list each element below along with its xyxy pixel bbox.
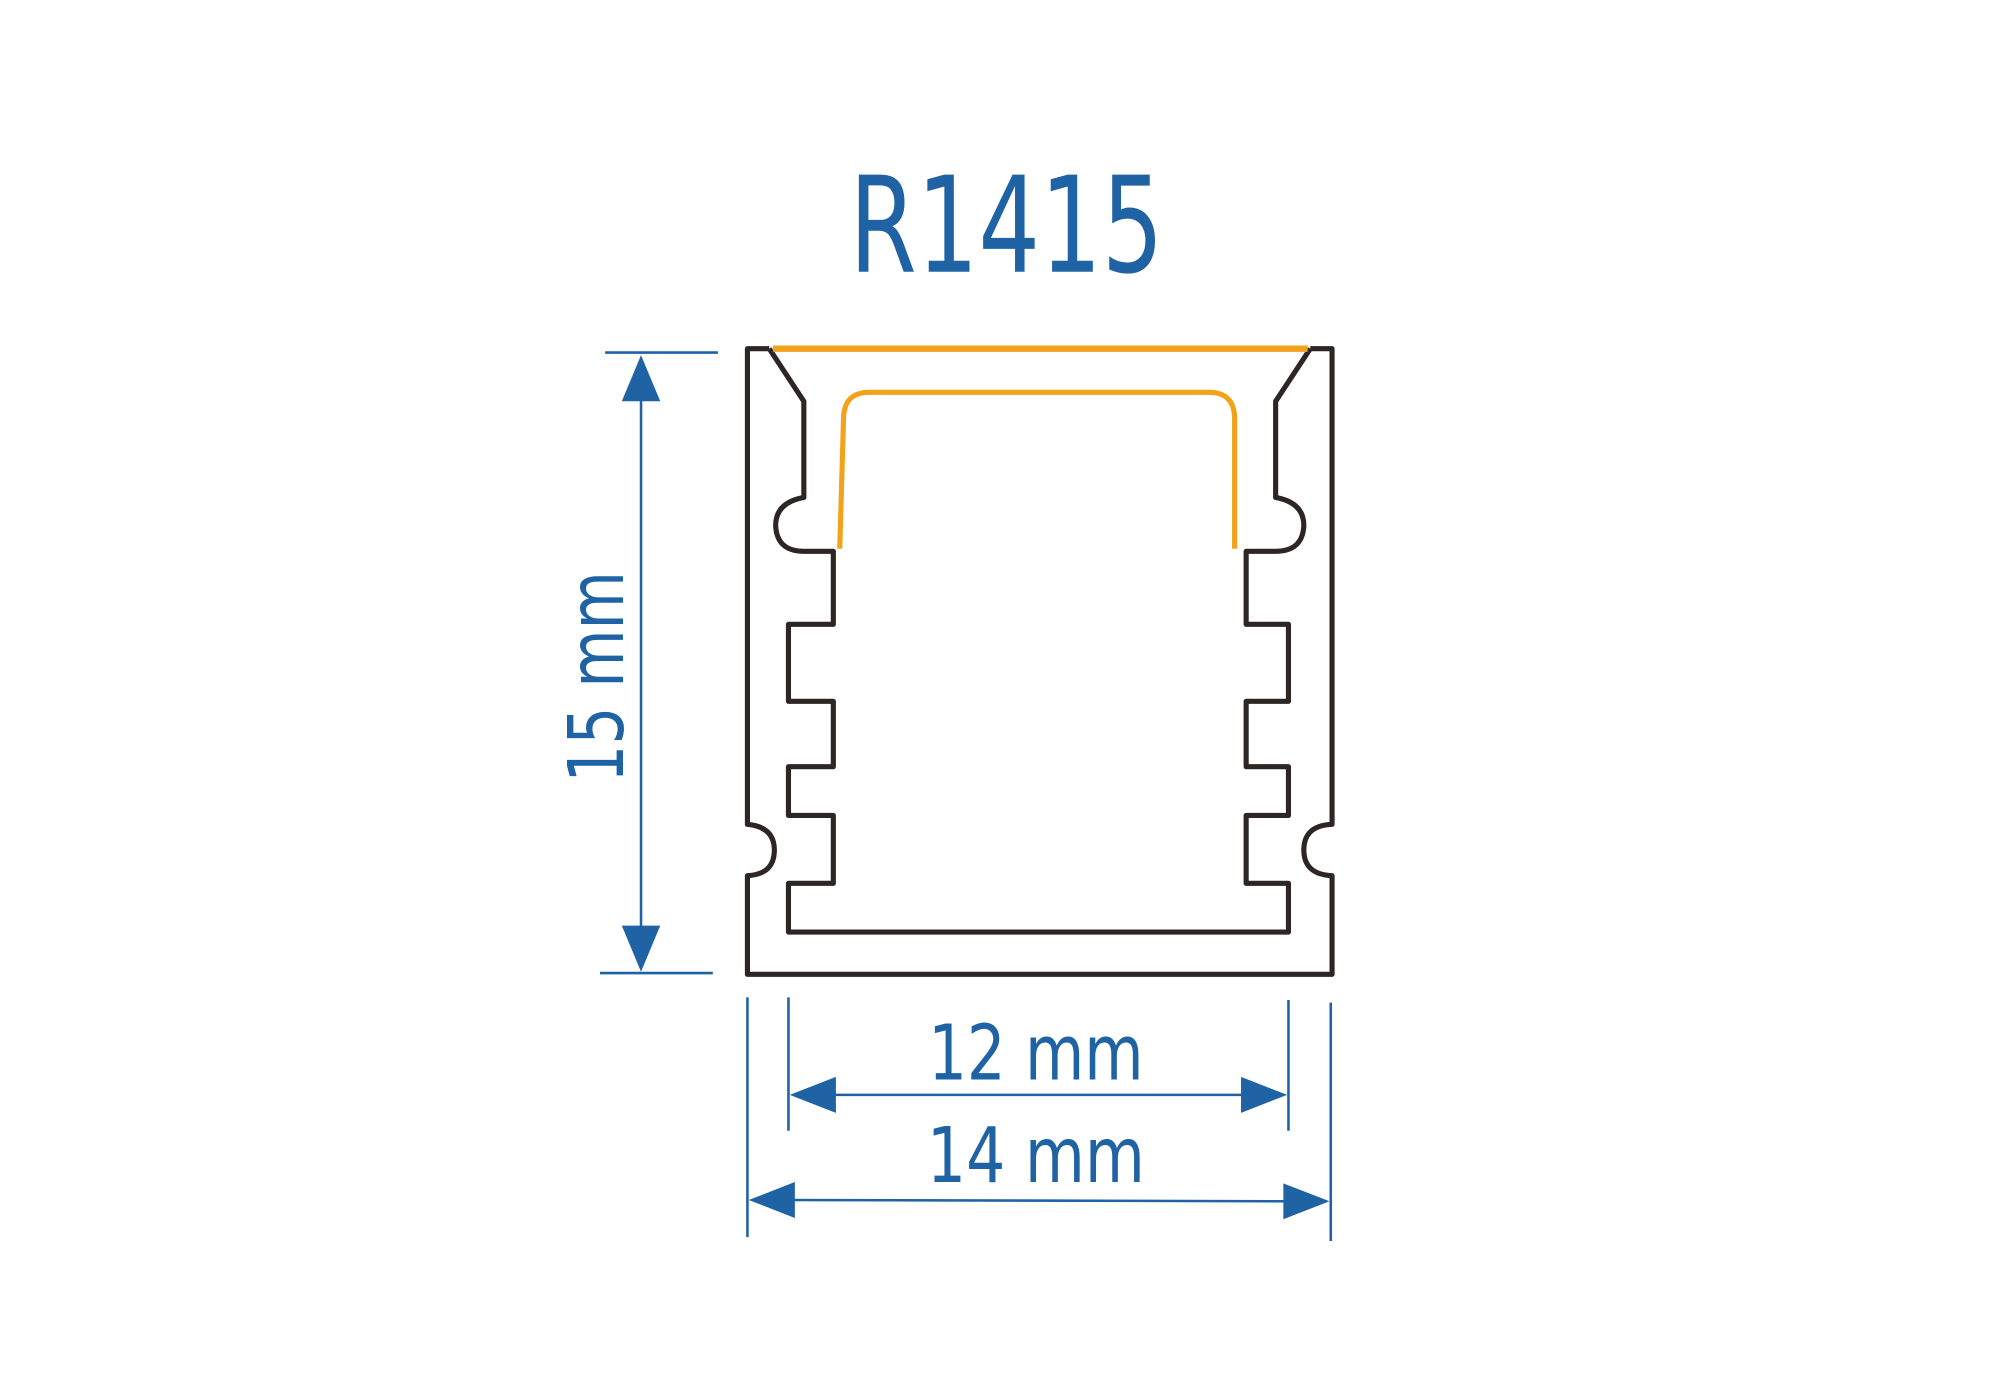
height-dimension — [600, 351, 718, 975]
arrowhead-right-14 — [1283, 1183, 1330, 1220]
height-label: 15 mm — [553, 571, 642, 783]
arrowhead-left-14 — [748, 1182, 795, 1218]
outer-width-label: 14 mm — [927, 1112, 1145, 1201]
diagram-title: R1415 — [849, 149, 1163, 304]
arrowhead-right-12 — [1241, 1076, 1288, 1113]
profile-inner-channel — [767, 347, 1313, 935]
arrowhead-left-12 — [789, 1076, 836, 1113]
arrowhead-up — [621, 355, 661, 402]
arrowhead-down — [621, 925, 661, 972]
width-extension-lines — [746, 997, 1333, 1242]
inner-width-label: 12 mm — [928, 1009, 1143, 1098]
profile-outer-wall — [744, 346, 1335, 977]
inner-diffuser — [837, 389, 1238, 549]
